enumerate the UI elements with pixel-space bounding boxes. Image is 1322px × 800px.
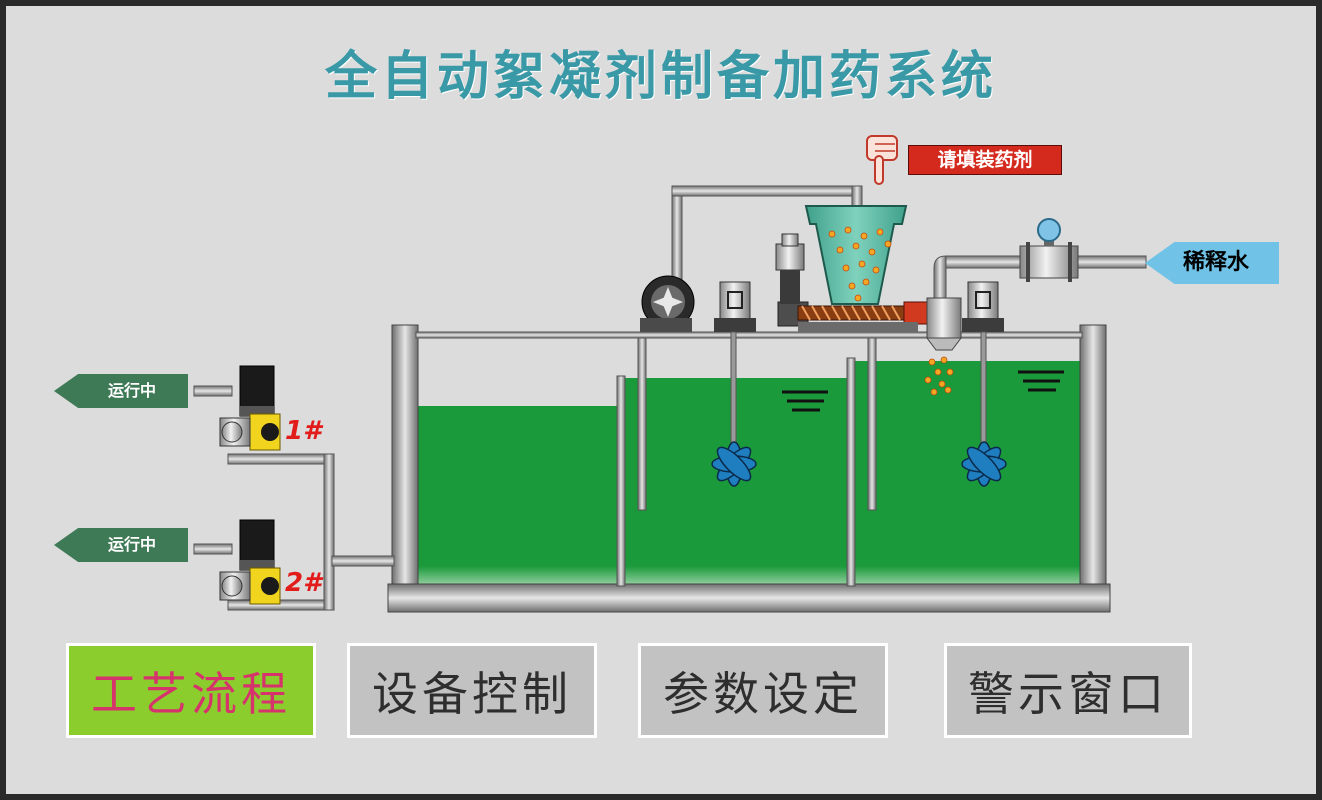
pump-2-number: 2#: [285, 568, 322, 598]
dilution-water-arrow: 稀释水: [1145, 242, 1279, 284]
dosing-pipes: [193, 385, 395, 611]
pump-2-status: 运行中: [107, 535, 156, 554]
pump-1-status: 运行中: [107, 381, 156, 400]
nav-parameter-setting-button[interactable]: 参数设定: [638, 643, 888, 738]
nav-process-flow-button[interactable]: 工艺流程: [66, 643, 316, 738]
impeller-icon: [711, 441, 1007, 487]
dilution-water-line: [926, 218, 1147, 351]
blower-icon: [640, 275, 695, 332]
pump-1-status-arrow: 运行中: [54, 374, 188, 408]
dosing-pump-1-icon: [219, 365, 281, 451]
chemical-hopper: [804, 205, 908, 305]
nav-equipment-control-button[interactable]: 设备控制: [347, 643, 597, 738]
agitator-motor-2: [962, 281, 1004, 465]
dilution-water-label: 稀释水: [1183, 250, 1250, 275]
pump-1-number: 1#: [285, 416, 322, 446]
process-diagram: [193, 135, 1147, 613]
feed-pipe: [671, 185, 863, 287]
hmi-screen: 全自动絮凝剂制备加药系统: [6, 6, 1316, 794]
dosing-pump-2-icon: [219, 519, 281, 605]
fill-chemical-alert: 请填装药剂: [908, 145, 1062, 175]
tank-structure: [387, 324, 1111, 613]
level-indicator-icon: [782, 370, 1064, 412]
dosing-particles: [924, 356, 954, 396]
page-title: 全自动絮凝剂制备加药系统: [324, 47, 997, 107]
nav-alarm-window-button[interactable]: 警示窗口: [944, 643, 1192, 738]
agitator-motor-1: [714, 281, 756, 465]
pointing-hand-icon: [866, 135, 898, 185]
pump-2-status-arrow: 运行中: [54, 528, 188, 562]
